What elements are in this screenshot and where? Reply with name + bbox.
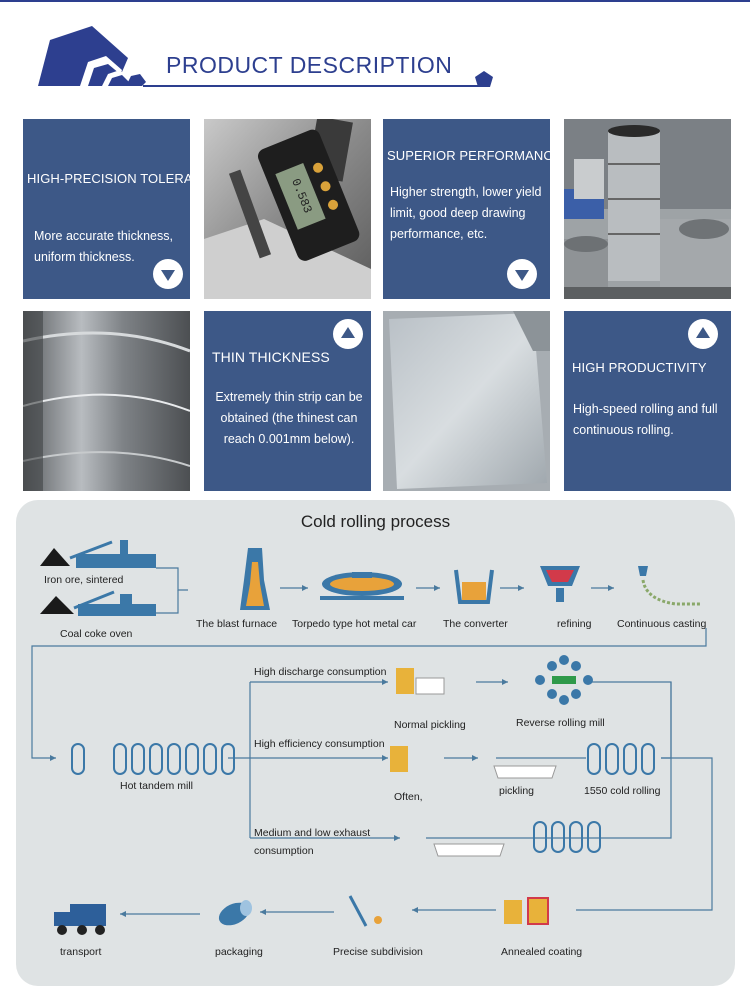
label-medium-low-1: Medium and low exhaust (254, 827, 371, 839)
continuous-casting-icon (638, 566, 700, 606)
label-often: Often, (394, 791, 423, 803)
label-precise: Precise subdivision (333, 946, 423, 958)
annealed-coating-icon (504, 897, 549, 925)
label-iron-ore: Iron ore, sintered (44, 574, 124, 586)
collapse-up-button[interactable] (688, 319, 718, 349)
label-converter: The converter (443, 618, 508, 630)
label-continuous-casting: Continuous casting (617, 618, 707, 630)
hexagon-logo-icon (38, 26, 146, 86)
hot-tandem-mill-icon (71, 743, 235, 775)
process-title: Cold rolling process (300, 512, 451, 531)
arrow-up-icon (696, 327, 710, 338)
label-high-discharge: High discharge consumption (254, 666, 387, 678)
label-pickling: pickling (499, 785, 535, 797)
micrometer-image: 0.583 (204, 119, 371, 299)
pentagon-bullet-icon (475, 71, 493, 87)
label-medium-low-2: consumption (254, 845, 314, 857)
tile-heading: SUPERIOR PERFORMANCE (387, 148, 550, 163)
steel-sheet-image (383, 311, 550, 491)
section-header: PRODUCT DESCRIPTION (0, 0, 750, 110)
torpedo-car-icon (320, 572, 404, 600)
expand-down-button[interactable] (153, 259, 183, 289)
transport-truck-icon (54, 904, 106, 935)
tile-heading: HIGH-PRECISION TOLERANCE (27, 171, 190, 186)
arrow-up-icon (341, 327, 355, 338)
label-packaging: packaging (215, 946, 263, 958)
label-reverse-rolling: Reverse rolling mill (516, 717, 605, 729)
normal-pickling-icon (396, 668, 445, 695)
tile-body: Higher strength, lower yield limit, good… (390, 185, 542, 241)
refining-icon (540, 566, 580, 602)
page-title: PRODUCT DESCRIPTION (166, 52, 453, 78)
steel-coil-warehouse-image (564, 119, 731, 299)
title-underline (143, 85, 483, 87)
feature-tile-productivity: HIGH PRODUCTIVITY High-speed rolling and… (564, 311, 731, 491)
sintering-plant-icon (40, 540, 156, 568)
tile-body: More accurate thickness, uniform thickne… (34, 229, 173, 264)
top-border-line (0, 0, 750, 2)
label-torpedo: Torpedo type hot metal car (292, 618, 417, 630)
feature-tile-performance: SUPERIOR PERFORMANCE Higher strength, lo… (383, 119, 550, 299)
cold-rolling-process-panel: Cold rolling process (16, 500, 735, 986)
collapse-up-button[interactable] (333, 319, 363, 349)
feature-tile-precision: HIGH-PRECISION TOLERANCE More accurate t… (23, 119, 190, 299)
label-annealed: Annealed coating (501, 946, 583, 958)
process-flow-diagram (31, 540, 713, 935)
label-refining: refining (557, 618, 592, 630)
pickling-tank-icon (493, 765, 557, 779)
medium-pickling-tank-icon (433, 843, 505, 857)
feature-tile-thin: THIN THICKNESS Extremely thin strip can … (204, 311, 371, 491)
label-transport: transport (60, 946, 102, 958)
label-blast-furnace: The blast furnace (196, 618, 278, 630)
cold-rolling-1550-icon (587, 743, 655, 775)
steel-roll-closeup-photo (23, 311, 190, 491)
tile-body: Extremely thin strip can be obtained (th… (215, 390, 363, 446)
medium-rolling-mill-icon (533, 821, 601, 853)
label-coal-coke: Coal coke oven (60, 628, 133, 640)
steel-coil-warehouse-photo (564, 119, 731, 299)
steel-sheet-photo (383, 311, 550, 491)
label-1550-cold-rolling: 1550 cold rolling (584, 785, 661, 797)
precise-subdivision-icon (348, 895, 382, 927)
label-normal-pickling: Normal pickling (394, 719, 466, 731)
blast-furnace-icon (240, 548, 270, 610)
label-hot-tandem: Hot tandem mill (120, 780, 193, 792)
tile-heading: HIGH PRODUCTIVITY (572, 360, 707, 375)
micrometer-photo: 0.583 (204, 119, 371, 299)
arrow-down-icon (515, 270, 529, 281)
label-high-efficiency: High efficiency consumption (254, 738, 385, 750)
expand-down-button[interactable] (507, 259, 537, 289)
steel-roll-closeup-image (23, 311, 190, 491)
packaging-roll-icon (218, 900, 252, 926)
coke-oven-icon (40, 590, 156, 616)
tile-body: High-speed rolling and full continuous r… (573, 402, 718, 437)
converter-icon (454, 569, 494, 604)
tile-heading: THIN THICKNESS (212, 349, 330, 365)
flow-line (156, 567, 188, 591)
arrow-down-icon (161, 270, 175, 281)
reverse-rolling-mill-icon (535, 655, 593, 705)
often-pickling-icon (390, 746, 408, 772)
